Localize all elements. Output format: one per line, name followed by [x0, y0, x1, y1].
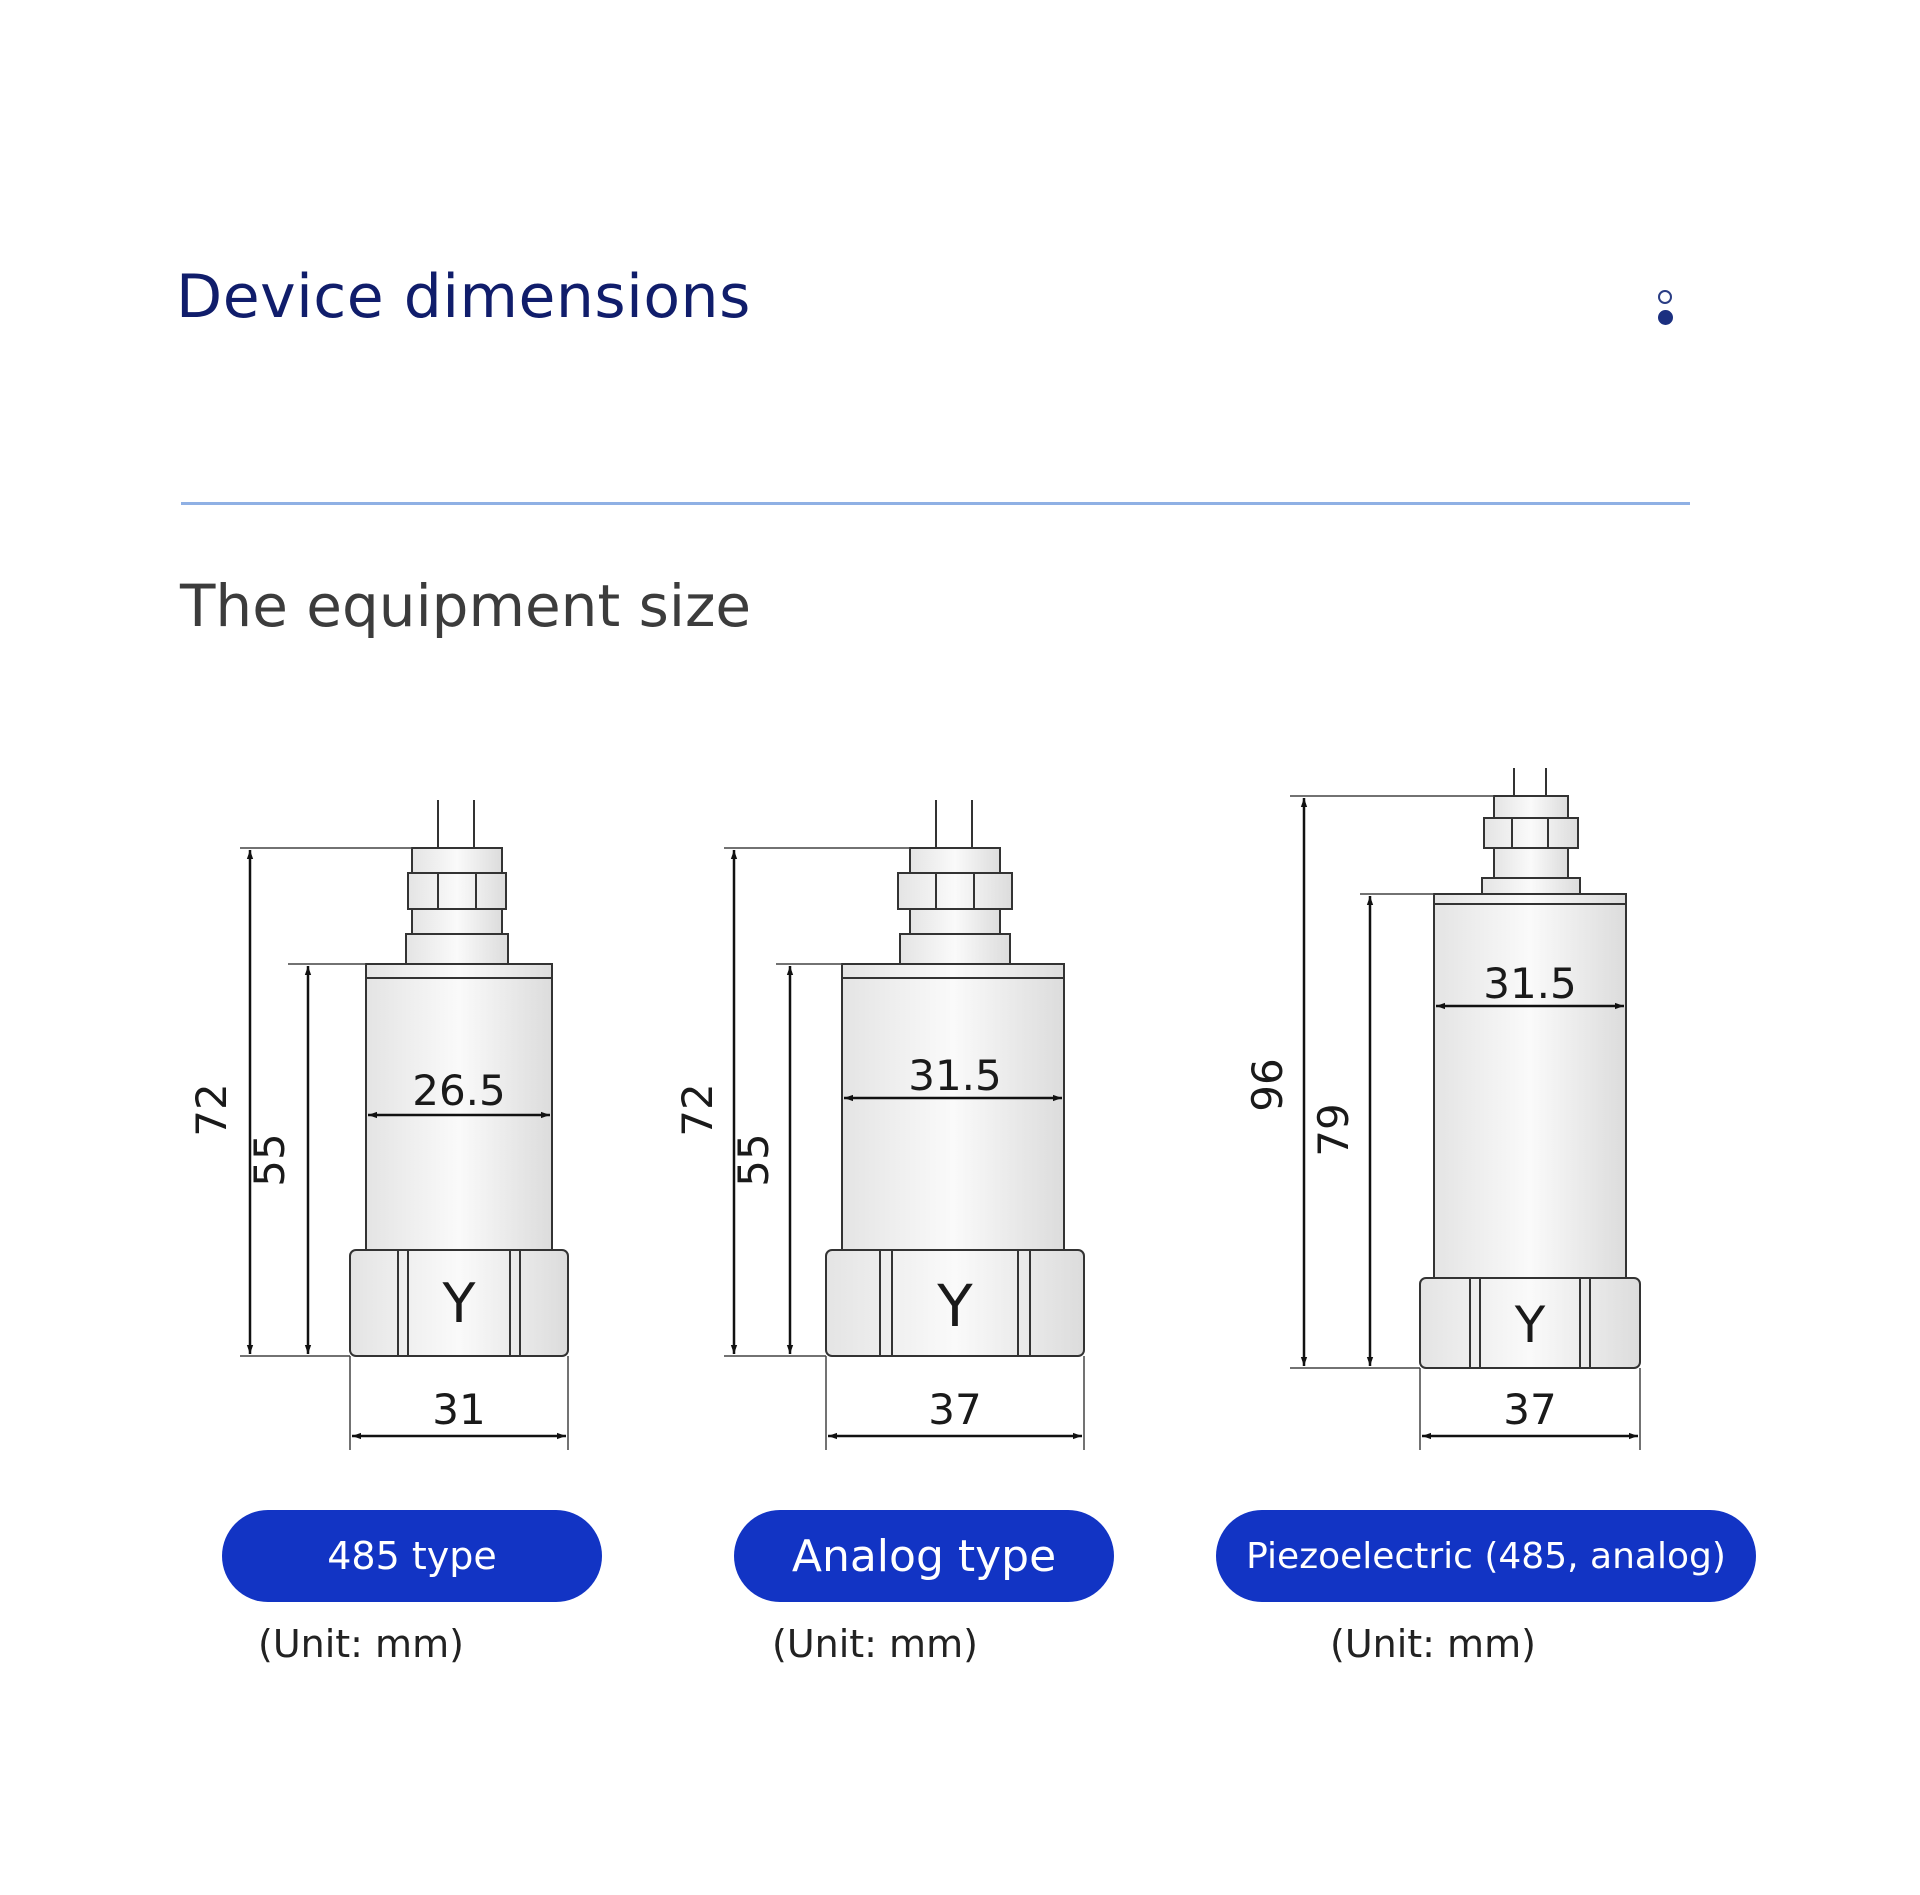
body-cap [365, 963, 553, 979]
hex-nut [349, 1249, 569, 1357]
section-title: The equipment size [180, 572, 752, 640]
hex-nut [825, 1249, 1085, 1357]
nut-mark: Y [442, 1272, 477, 1335]
cable-gland [909, 847, 1001, 874]
device-485-drawing [349, 800, 569, 1357]
body-cap [841, 963, 1065, 979]
cable-gland [1493, 795, 1569, 819]
device-analog-drawing [825, 800, 1085, 1357]
device-piezo-drawing [1419, 768, 1641, 1369]
dim-base-width: 37 [928, 1385, 981, 1434]
device-485-dimensions [240, 847, 569, 1450]
unit-note: (Unit: mm) [772, 1622, 978, 1666]
dim-body-width: 26.5 [412, 1066, 506, 1115]
dim-body-height: 55 [245, 1133, 294, 1186]
body-cap [1433, 893, 1627, 905]
type-label-485: 485 type [222, 1510, 602, 1602]
hex-nut [1419, 1277, 1641, 1369]
nut-mark: Y [1514, 1296, 1546, 1354]
unit-note: (Unit: mm) [258, 1622, 464, 1666]
cable-gland [411, 847, 503, 874]
dim-total-height: 96 [1243, 1058, 1292, 1111]
dim-body-height: 79 [1309, 1103, 1358, 1156]
gland-nut [407, 872, 507, 910]
divider [181, 502, 1690, 505]
dim-base-width: 31 [432, 1385, 485, 1434]
carousel-dots[interactable] [1656, 290, 1676, 330]
body [841, 977, 1065, 1251]
dot-inactive-icon[interactable] [1658, 290, 1672, 304]
dim-body-width: 31.5 [1483, 959, 1577, 1008]
dim-total-height: 72 [187, 1083, 236, 1136]
nut-mark: Y [936, 1272, 973, 1340]
dim-body-height: 55 [729, 1133, 778, 1186]
type-label-piezoelectric: Piezoelectric (485, analog) [1216, 1510, 1756, 1602]
type-label-analog: Analog type [734, 1510, 1114, 1602]
dim-total-height: 72 [673, 1083, 722, 1136]
device-piezo-dimensions [1290, 795, 1641, 1450]
unit-note: (Unit: mm) [1330, 1622, 1536, 1666]
body [1433, 903, 1627, 1279]
dot-active-icon[interactable] [1658, 310, 1673, 325]
gland-nut [897, 872, 1013, 910]
gland-nut [1483, 817, 1579, 849]
dim-base-width: 37 [1503, 1385, 1556, 1434]
page-title: Device dimensions [176, 262, 751, 332]
device-analog-dimensions [724, 847, 1085, 1450]
dim-body-width: 31.5 [908, 1051, 1002, 1100]
